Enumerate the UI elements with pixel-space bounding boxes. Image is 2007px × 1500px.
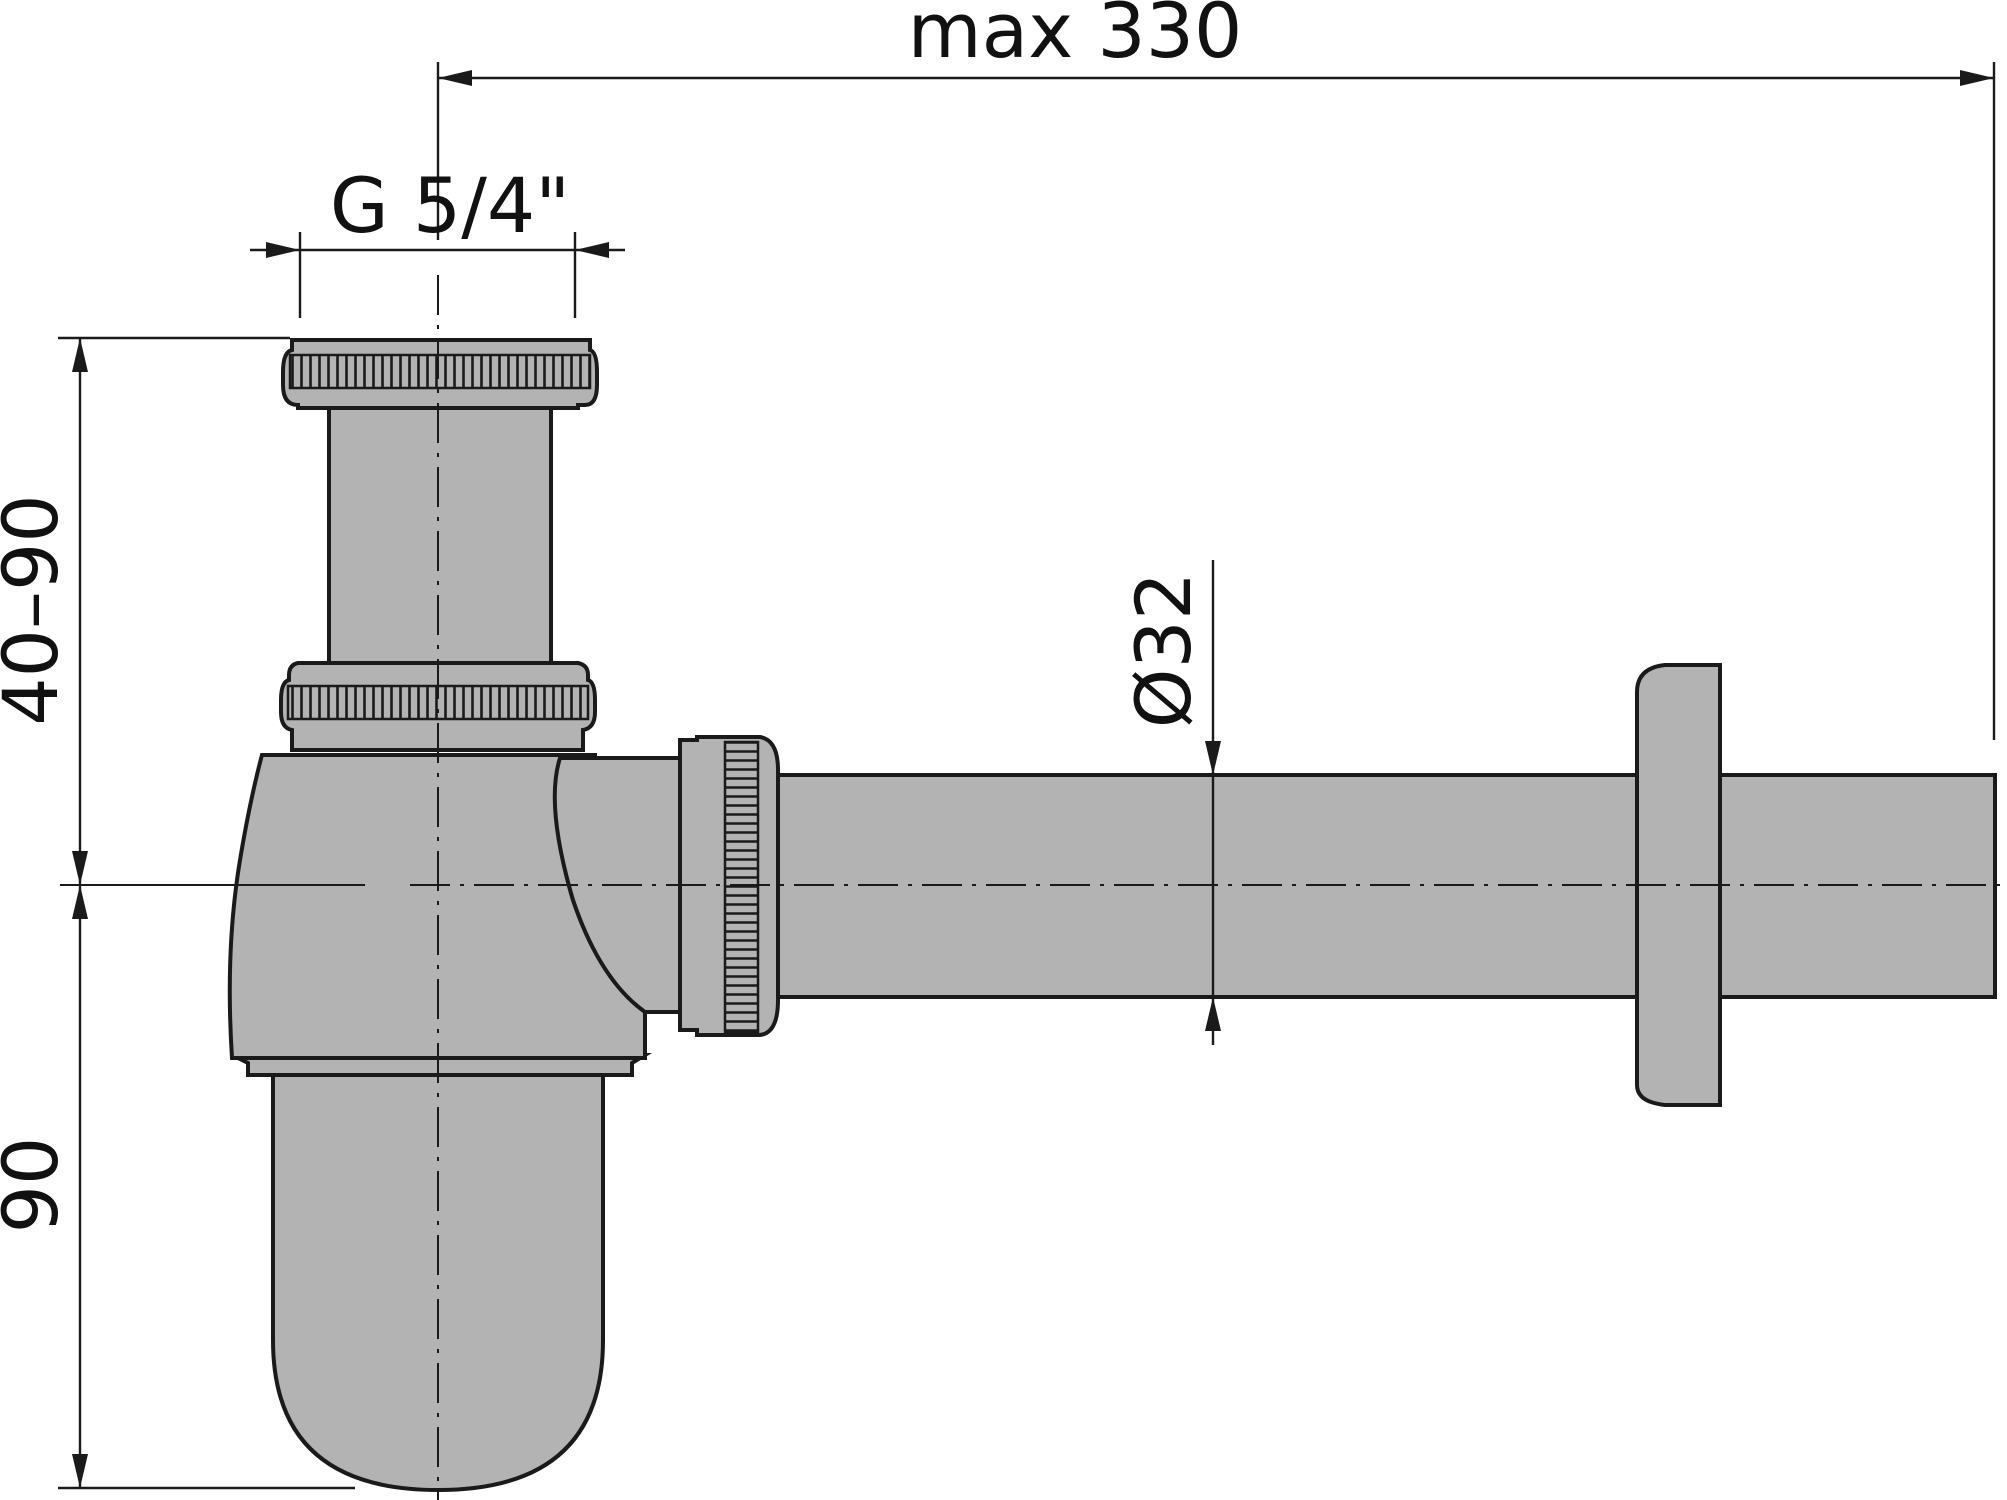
diameter-arrow-top (1205, 741, 1221, 775)
height-arrow-top (72, 338, 88, 372)
top-nut-knurl (288, 353, 592, 390)
bottom-arrow-bottom (72, 1454, 88, 1488)
max-length-arrow-right (1960, 70, 1994, 86)
max-length-label: max 330 (908, 0, 1243, 75)
max-length-arrow-left (438, 70, 472, 86)
bottom-arrow-top (72, 885, 88, 919)
bottom-height-label: 90 (0, 1137, 75, 1234)
thread-arrow-right (575, 242, 609, 258)
outlet-nut-knurl (723, 740, 760, 1034)
center-lines (60, 275, 2007, 1500)
thread-arrow-left (266, 242, 300, 258)
dimension-lines (58, 62, 1996, 1490)
trap-assembly (227, 338, 1997, 1493)
upper-tube (327, 406, 553, 665)
thread-size-label: G 5/4" (330, 161, 570, 250)
pipe-diameter-label: Ø32 (1119, 572, 1208, 729)
height-range-label: 40–90 (0, 494, 75, 725)
height-arrow-bottom (72, 851, 88, 885)
diameter-arrow-bottom (1205, 997, 1221, 1031)
